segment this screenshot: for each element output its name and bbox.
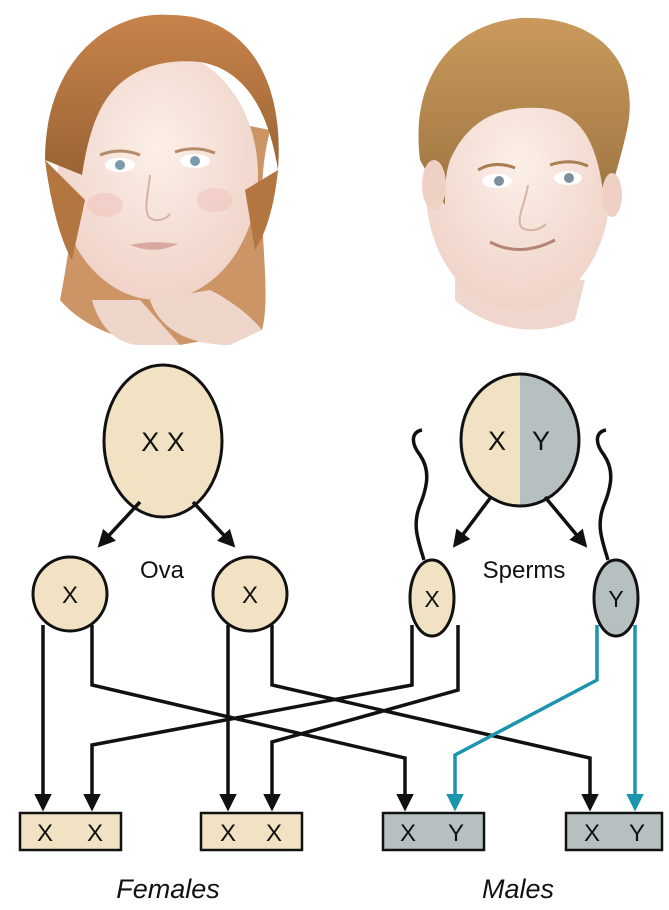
offspring-3-chrom-a: X (400, 820, 416, 847)
offspring-4: X Y (566, 813, 662, 850)
arrow-female-to-ovum-2 (193, 502, 233, 545)
path-ovum2-to-offspring4 (272, 625, 590, 808)
male-parent-x: X (488, 426, 506, 456)
offspring-2-chrom-b: X (266, 820, 282, 847)
offspring-1: X X (20, 813, 121, 850)
path-spermy-to-offspring3 (455, 625, 597, 808)
sperms-label: Sperms (483, 557, 566, 584)
female-parent-genotype: X X (141, 427, 185, 457)
ovum-1: X (33, 557, 107, 631)
ovum-2-label: X (242, 582, 258, 609)
offspring-3-chrom-b: Y (448, 820, 464, 847)
sperm-x-label: X (424, 586, 439, 612)
ova-label: Ova (140, 557, 185, 584)
male-parent-cell: X Y (455, 370, 585, 510)
sperm-y-tail (597, 430, 610, 560)
sperm-y-label: Y (608, 586, 623, 612)
sperm-y: Y (594, 430, 638, 636)
offspring-2-chrom-a: X (220, 820, 236, 847)
offspring-2: X X (201, 813, 302, 850)
sperm-x: X (410, 430, 454, 636)
female-parent-cell: X X (104, 365, 222, 517)
females-caption: Females (116, 874, 220, 904)
ovum-2: X (213, 557, 287, 631)
cross-lines (43, 625, 635, 808)
female-face-illustration (45, 15, 279, 345)
sperm-x-tail (413, 430, 426, 560)
offspring-1-chrom-b: X (87, 820, 103, 847)
male-parent-y: Y (532, 426, 550, 456)
offspring-4-chrom-b: Y (629, 820, 645, 847)
male-face-illustration (418, 18, 629, 330)
path-spermx-to-offspring2 (272, 625, 458, 808)
ovum-1-label: X (62, 582, 78, 609)
arrow-female-to-ovum-1 (100, 502, 140, 545)
offspring-4-chrom-a: X (584, 820, 600, 847)
males-caption: Males (482, 874, 554, 904)
arrow-male-to-sperm-x (455, 497, 491, 545)
arrow-male-to-sperm-y (545, 497, 585, 545)
offspring-3: X Y (383, 813, 484, 850)
offspring-1-chrom-a: X (37, 820, 53, 847)
